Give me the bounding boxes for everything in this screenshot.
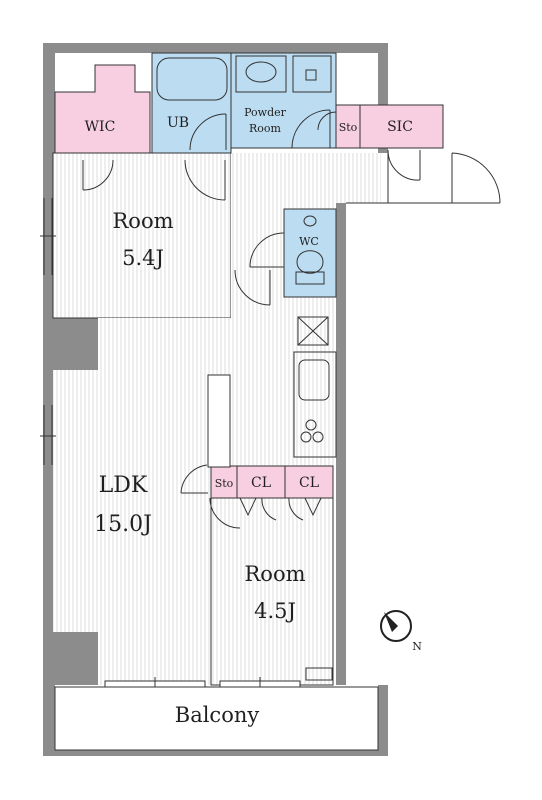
wic-label: WIC [85,119,116,135]
storage-areas [54,64,444,499]
hall-floor [231,153,381,203]
room-south-size: 4.5J [254,599,296,623]
powder-room-label-1: Powder [244,106,287,119]
room-south-name: Room [244,562,305,586]
room-north-size: 5.4J [122,246,164,270]
powder-room-label-2: Room [249,122,282,135]
ldk-name: LDK [99,473,148,498]
sto-top-label: Sto [339,121,358,134]
sto-mid-label: Sto [215,477,234,490]
compass-icon: N [380,610,422,653]
balcony-label: Balcony [175,703,260,727]
room-north-name: Room [112,209,173,233]
ldk-floor-west [53,370,98,632]
room-north-floor [52,152,232,319]
cl-left-label: CL [251,475,271,491]
compass-north-label: N [412,640,422,653]
ldk-size: 15.0J [94,512,152,537]
balcony-area [54,686,379,751]
wc-label: WC [299,235,319,248]
ub-label: UB [167,115,189,131]
cl-right-label: CL [299,475,319,491]
sic-label: SIC [387,119,413,135]
wet-areas [151,52,337,298]
